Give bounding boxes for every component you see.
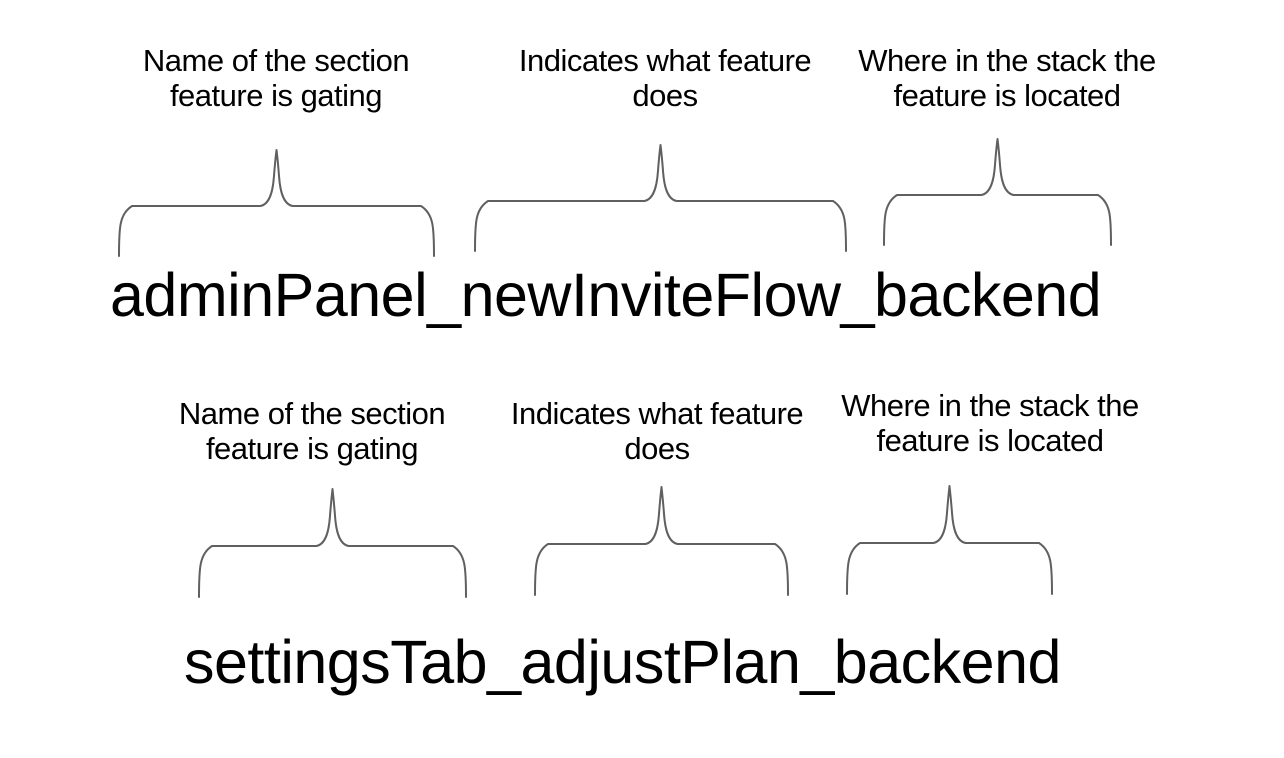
curly-brace	[846, 485, 1053, 595]
annotation-line: Indicates what feature	[510, 396, 804, 431]
annotation-label-stack: Where in the stack the feature is locate…	[858, 43, 1156, 113]
annotation-label-feature: Indicates what feature does	[518, 43, 812, 113]
curly-brace	[198, 488, 467, 598]
annotation-line: feature is gating	[205, 431, 419, 466]
curly-brace	[883, 138, 1112, 246]
annotation-line: Name of the section	[178, 396, 446, 431]
annotation-line: Where in the stack the	[858, 43, 1156, 78]
annotation-line: does	[632, 78, 698, 113]
annotation-line: Indicates what feature	[518, 43, 812, 78]
annotation-line: does	[624, 431, 690, 466]
flag-name-example-2: settingsTab_adjustPlan_backend	[184, 628, 1061, 696]
annotation-label-section: Name of the section feature is gating	[142, 43, 410, 113]
annotation-line: feature is located	[893, 78, 1121, 113]
annotation-label-stack: Where in the stack the feature is locate…	[841, 388, 1139, 458]
annotation-label-feature: Indicates what feature does	[510, 396, 804, 466]
annotation-line: feature is located	[876, 423, 1104, 458]
annotation-line: Name of the section	[142, 43, 410, 78]
annotation-label-section: Name of the section feature is gating	[178, 396, 446, 466]
flag-name-example-1: adminPanel_newInviteFlow_backend	[110, 261, 1102, 329]
curly-brace	[118, 149, 435, 257]
curly-brace	[534, 486, 789, 596]
annotation-line: Where in the stack the	[841, 388, 1139, 423]
curly-brace	[474, 144, 847, 252]
annotation-line: feature is gating	[169, 78, 383, 113]
